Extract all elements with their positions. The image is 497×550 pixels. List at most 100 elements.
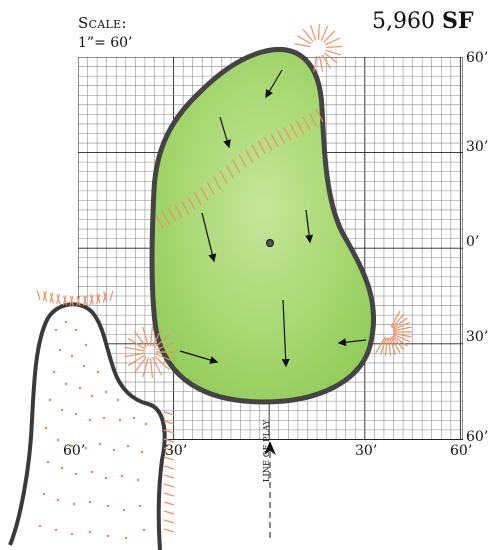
hatch-stroke — [161, 211, 170, 226]
sand-dot — [106, 504, 110, 508]
hatch-stroke — [391, 336, 405, 351]
hatch-stroke — [163, 528, 175, 533]
hatch-stroke — [225, 164, 234, 179]
sand-dot — [90, 470, 94, 474]
hatch-stroke — [294, 43, 311, 48]
hatch-stroke — [310, 24, 317, 41]
sand-dot — [142, 528, 146, 532]
sand-dot — [122, 508, 126, 512]
line-of-play-label: LINE OF PLAY — [262, 419, 271, 482]
sand-dot — [138, 504, 142, 508]
slope-arrow-head — [265, 89, 273, 99]
right-tick-label: 30’ — [466, 329, 489, 345]
hatch-stroke — [133, 356, 147, 374]
sand-dot — [60, 408, 64, 412]
sand-dot — [116, 398, 120, 402]
sand-dot — [56, 438, 60, 442]
area-label: 5,960 SF — [372, 8, 474, 34]
hatch-stroke — [163, 429, 175, 434]
hatch-stroke — [270, 133, 279, 148]
sand-dot — [74, 472, 78, 476]
sand-dot — [74, 412, 78, 416]
sand-dot — [144, 422, 148, 426]
hatch-stroke — [181, 200, 190, 215]
hatch-stroke — [313, 55, 318, 72]
hatch-stroke — [103, 291, 108, 302]
sand-dot — [60, 466, 64, 470]
bunker-outline — [8, 302, 167, 550]
sand-dot — [126, 444, 130, 448]
hatch-stroke — [302, 117, 311, 131]
hatch-stroke — [283, 127, 292, 141]
hatch-stroke — [63, 295, 68, 306]
sand-dot — [124, 536, 128, 540]
sand-dot — [120, 474, 124, 478]
hatch-stroke — [393, 333, 411, 343]
hatch-stroke — [325, 45, 342, 49]
sand-dot — [64, 320, 68, 324]
sand-dot — [52, 370, 56, 374]
hatch-stroke — [320, 25, 329, 41]
hatch-stroke — [152, 357, 163, 376]
sand-dot — [112, 448, 116, 452]
sand-dot — [44, 426, 48, 430]
hatch-stroke — [163, 438, 175, 443]
sand-dot — [72, 502, 76, 506]
hatch-stroke — [163, 492, 175, 497]
hatch-stroke — [318, 55, 324, 72]
hatch-stroke — [152, 328, 163, 347]
slope-arrow-head — [305, 234, 314, 244]
sand-dot — [88, 500, 92, 504]
hatch-stroke — [213, 176, 222, 190]
hatch-stroke — [76, 295, 81, 307]
hatch-stroke — [109, 290, 114, 302]
slope-arrows — [179, 69, 367, 368]
bottom-tick-label: 30’ — [355, 443, 378, 459]
sand-dot — [140, 450, 144, 454]
hatch-stroke — [325, 49, 342, 56]
hatch-stroke — [296, 120, 305, 135]
sand-dot — [74, 328, 78, 332]
hatch-stroke — [289, 124, 298, 138]
hatch-stroke — [142, 357, 149, 378]
hatch-stroke — [149, 326, 153, 347]
hatch-stroke — [163, 411, 175, 416]
sand-dot — [98, 442, 102, 446]
hatch-stroke — [388, 337, 392, 356]
hatch-stroke — [389, 337, 396, 356]
sand-dot — [82, 364, 86, 368]
hatch-stroke — [154, 334, 170, 349]
hatch-stroke — [219, 170, 228, 185]
sand-dot — [84, 343, 88, 347]
sand-dot — [90, 394, 94, 398]
hatch-stroke — [393, 332, 412, 338]
hatch-stroke — [163, 465, 175, 470]
right-tick-label: 30’ — [466, 139, 489, 155]
slope-arrow-head — [209, 356, 219, 364]
hatch-stroke — [83, 295, 88, 306]
hatch-stroke — [124, 352, 145, 358]
hatch-stroke — [200, 187, 209, 201]
bottom-tick-label: 60’ — [450, 443, 473, 459]
putting-green — [149, 47, 376, 405]
hatch-stroke — [325, 37, 341, 46]
sand-dot — [70, 532, 74, 536]
hatch-stroke — [142, 326, 149, 347]
hatch-stroke — [390, 310, 401, 328]
hatch-stroke — [127, 354, 146, 367]
hatch-stroke — [323, 30, 336, 43]
hatch-stroke — [36, 289, 41, 301]
sand-dot — [54, 528, 58, 532]
sand-dot — [70, 354, 74, 358]
pin-marker — [266, 239, 274, 247]
line-of-play-marker — [264, 441, 276, 540]
sand-dot — [104, 390, 108, 394]
sand-dot — [46, 460, 50, 464]
hatch-stroke — [56, 294, 61, 305]
slope-arrow-shaft — [201, 212, 215, 262]
hatch-stroke — [238, 154, 247, 168]
hatch-stroke — [69, 295, 74, 307]
sand-dot — [56, 498, 60, 502]
hatch-stroke — [257, 140, 266, 155]
